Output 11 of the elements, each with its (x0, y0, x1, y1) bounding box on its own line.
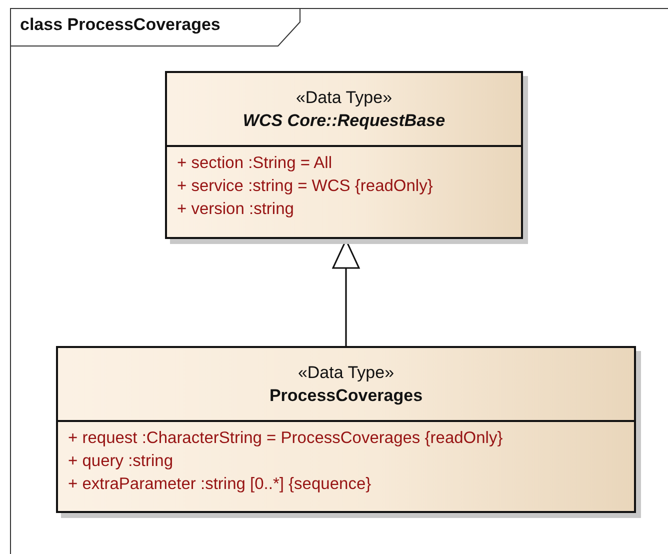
stereotype-label: «Data Type» (298, 362, 394, 382)
attribute-text: + query :string (68, 451, 174, 471)
attribute-text: + service :string = WCS {readOnly} (177, 176, 434, 196)
attribute-text: + extraParameter :string [0..*] {sequence} (68, 474, 372, 494)
stereotype-label: «Data Type» (296, 88, 392, 108)
attribute-text: + version :string (177, 199, 295, 219)
attribute-text: + request :CharacterString = ProcessCoverages {readOnly} (68, 428, 504, 448)
class-name: ProcessCoverages (269, 386, 423, 406)
attribute-text: + section :String = All (177, 153, 334, 173)
class-name: WCS Core::RequestBase (242, 110, 446, 130)
diagram-title: class ProcessCoverages (20, 15, 220, 35)
